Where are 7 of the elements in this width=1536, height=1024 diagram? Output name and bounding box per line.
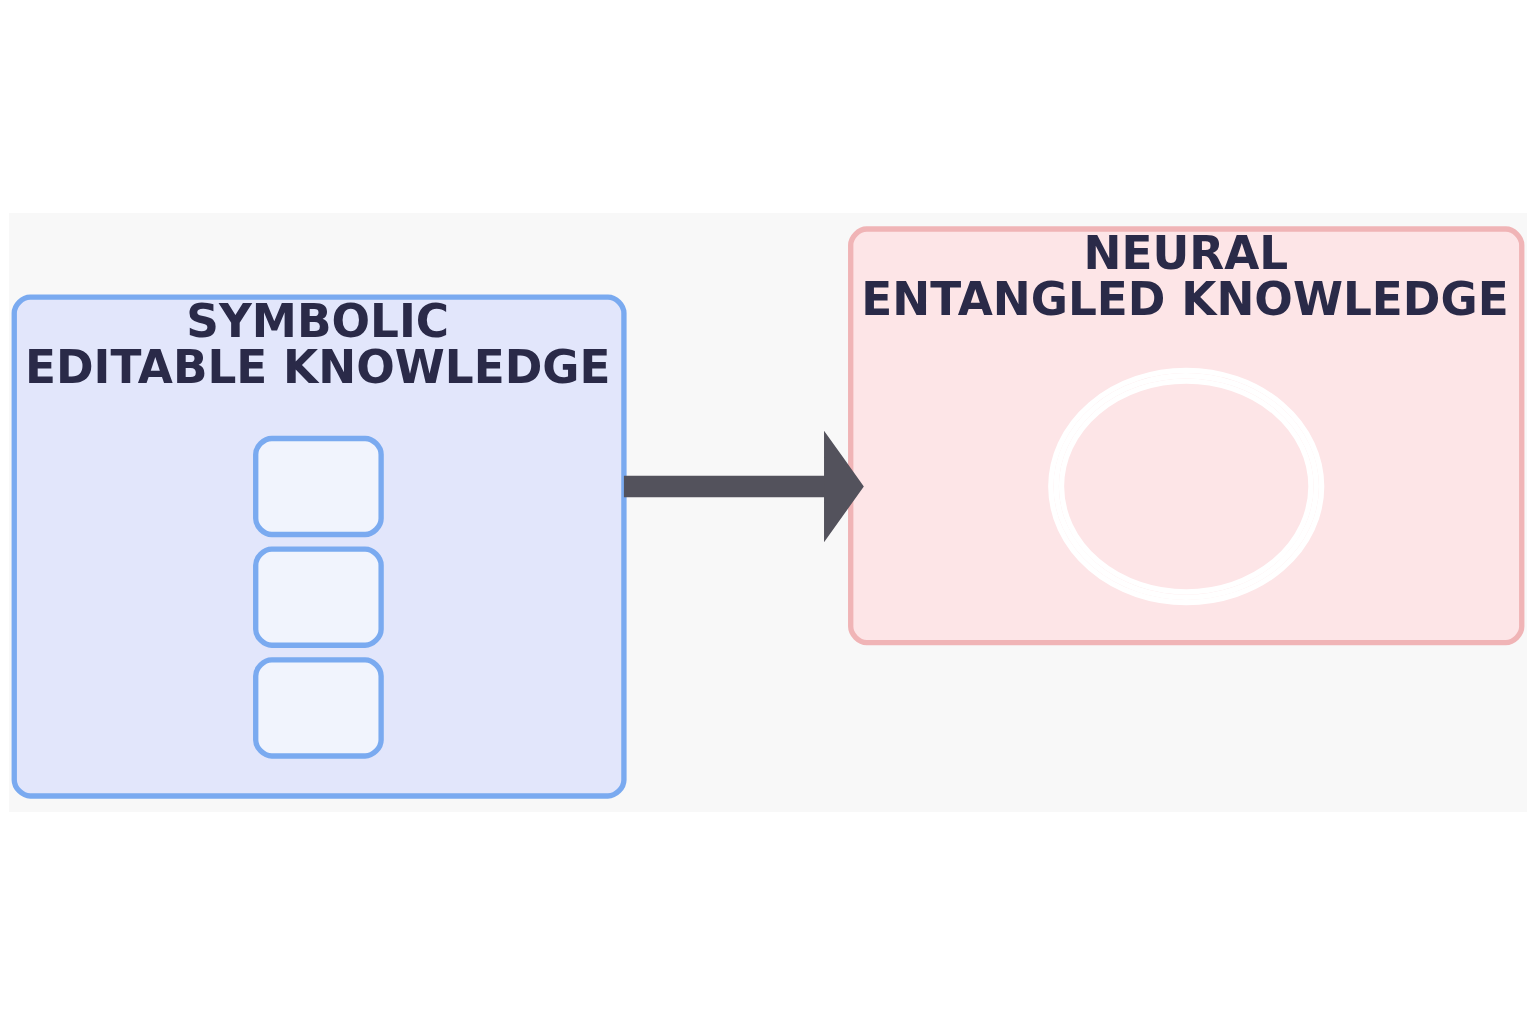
arrow (623, 430, 864, 542)
node-box (253, 546, 384, 648)
cluster: NEURAL ENTANGLED KNOWLEDGE (848, 225, 1525, 645)
node-box (253, 435, 384, 537)
node-picture (1048, 367, 1325, 605)
cluster: SYMBOLIC EDITABLE KNOWLEDGE (11, 293, 627, 799)
node-box (253, 656, 384, 759)
